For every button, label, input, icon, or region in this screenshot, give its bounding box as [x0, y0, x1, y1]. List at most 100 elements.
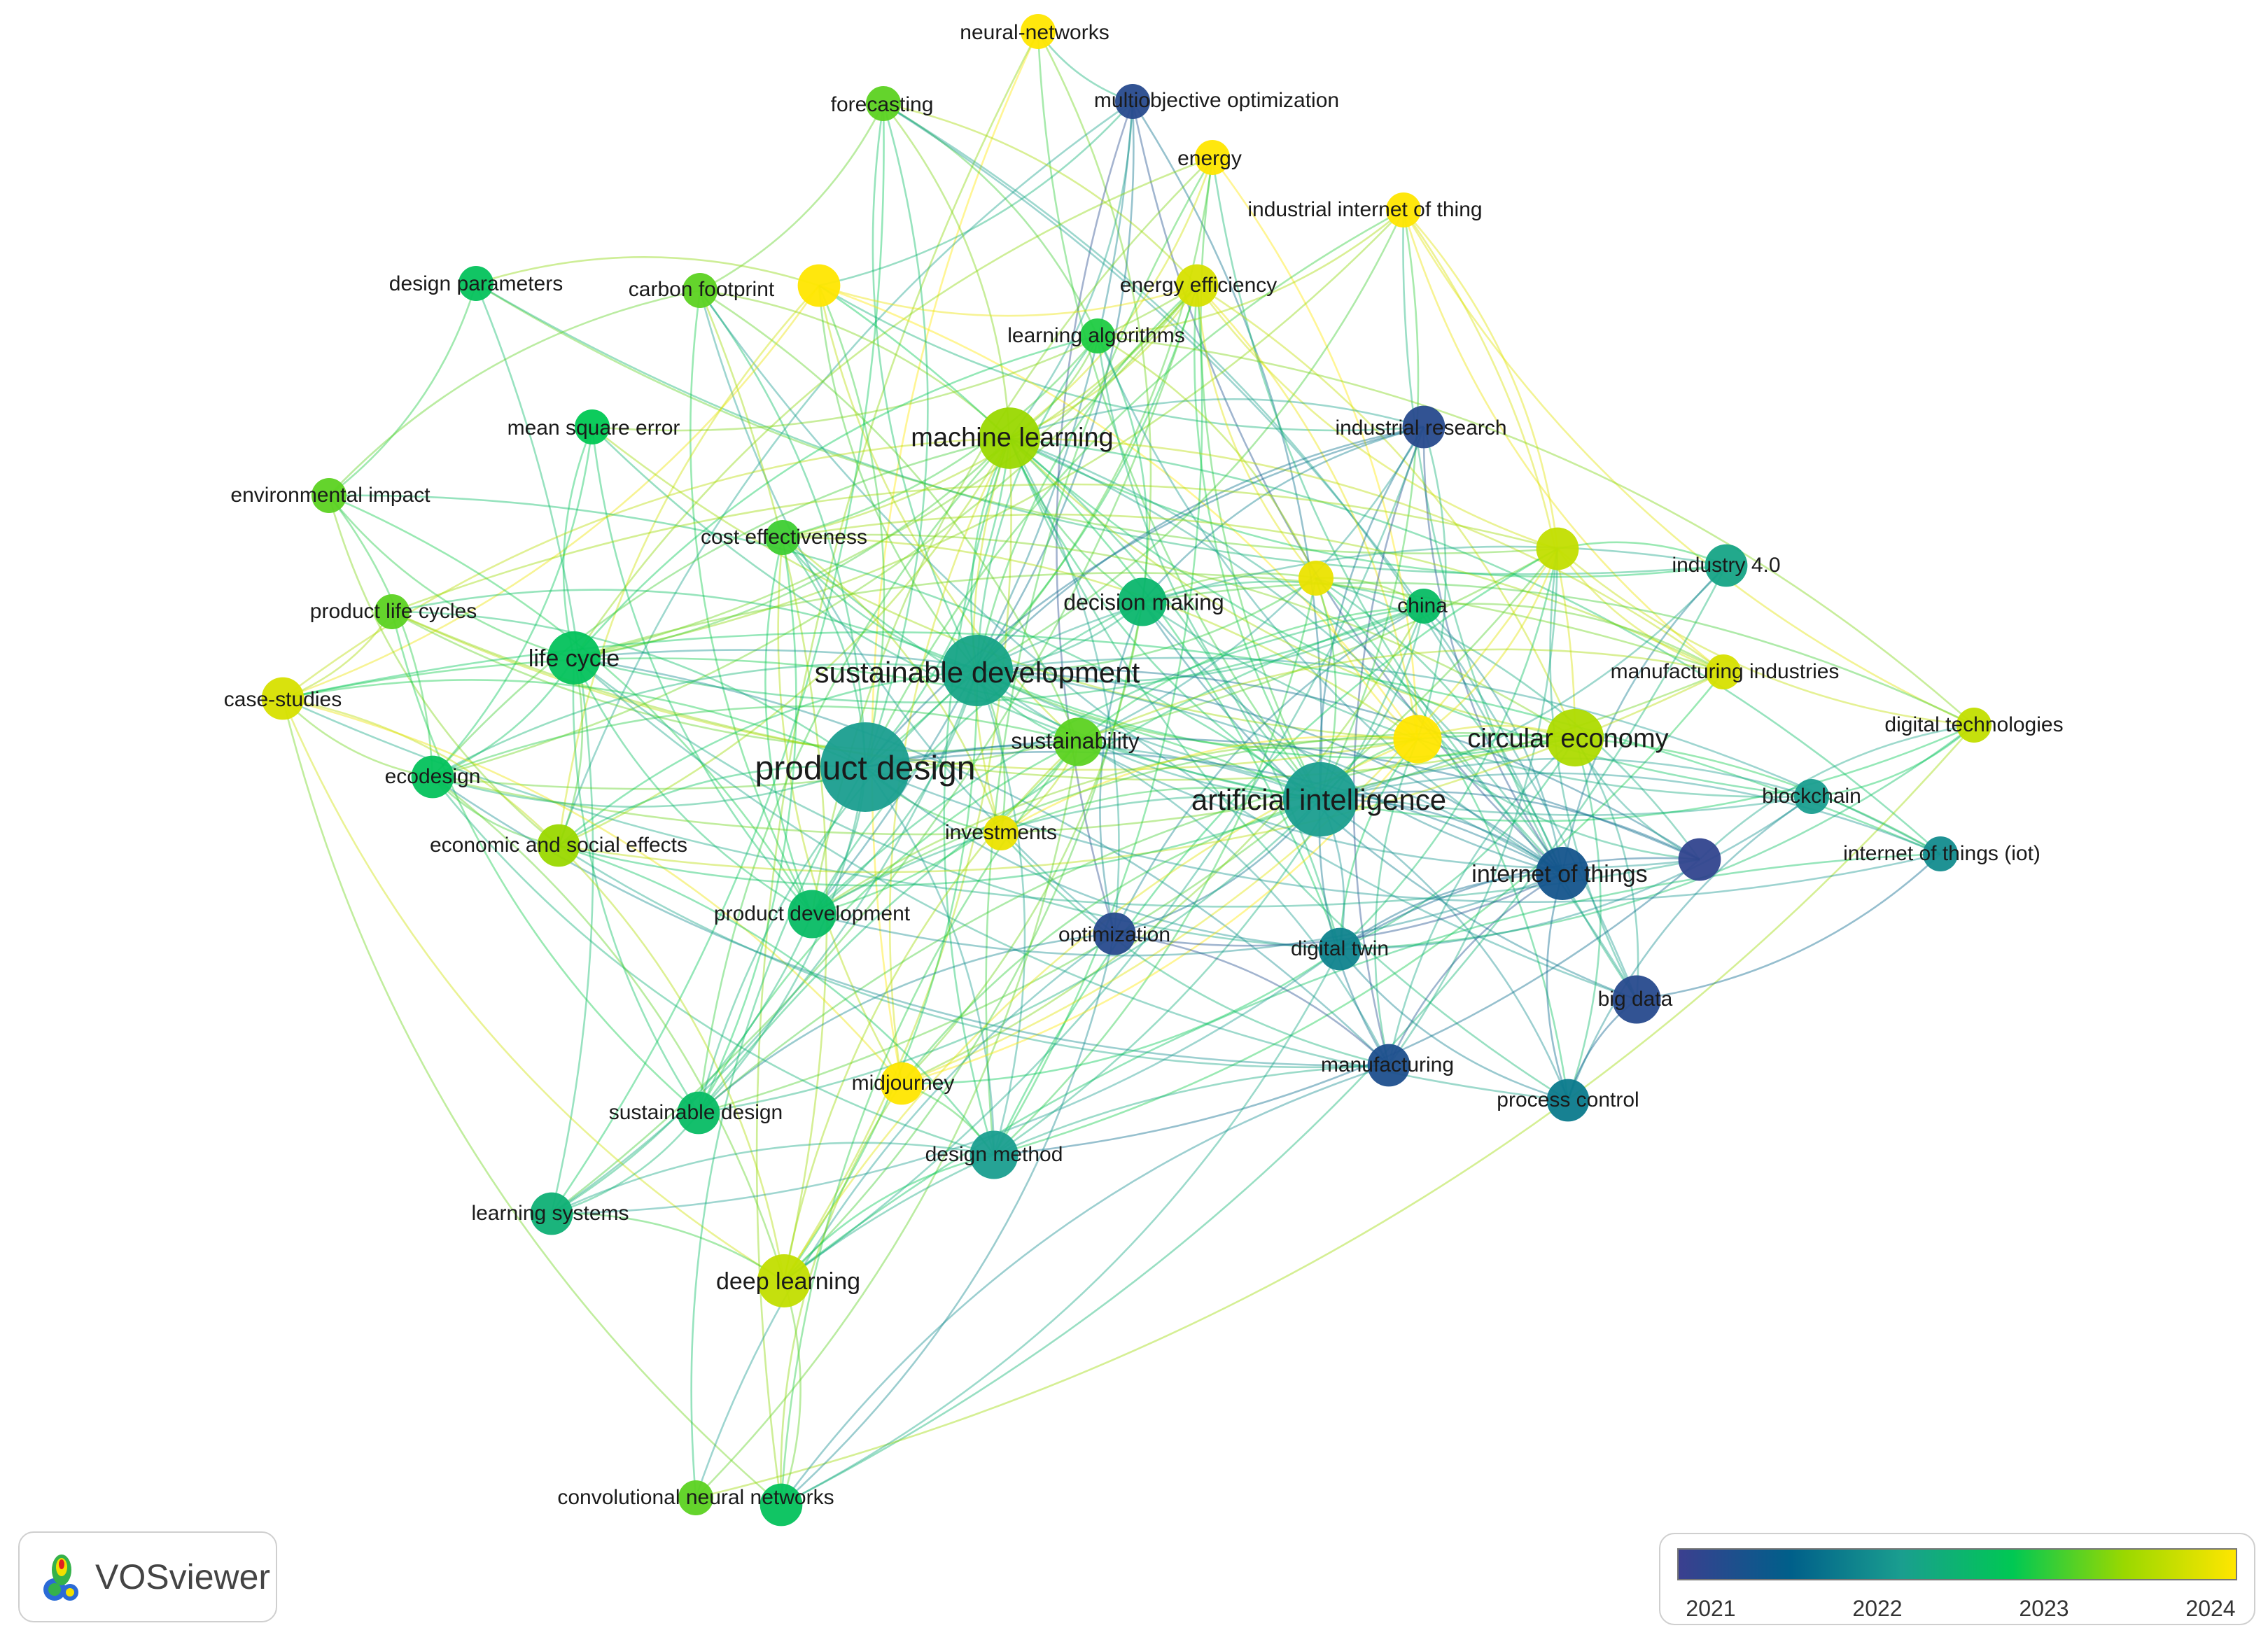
node-label-ecodesign[interactable]: ecodesign: [385, 765, 481, 788]
node-label-carbon-footprint[interactable]: carbon footprint: [629, 278, 775, 301]
node-ecodesign[interactable]: [411, 755, 454, 799]
node-label-product-development[interactable]: product development: [714, 902, 911, 925]
node-label-internet-of-things[interactable]: internet of things: [1471, 861, 1647, 887]
node-digital-twin[interactable]: [1318, 927, 1362, 971]
node-label-environmental-impact[interactable]: environmental impact: [230, 484, 430, 507]
node-label-big-data[interactable]: big data: [1598, 988, 1673, 1011]
node-decision-making[interactable]: [1118, 577, 1167, 626]
node-sustainability[interactable]: [1054, 717, 1102, 766]
node-design-parameters[interactable]: [458, 266, 493, 301]
network-link: [1423, 603, 1724, 673]
node-label-manufacturing[interactable]: manufacturing: [1321, 1053, 1454, 1076]
node-unlabeled-green-1[interactable]: [760, 1483, 803, 1527]
node-artificial-intelligence[interactable]: [1282, 762, 1358, 837]
node-circular-economy[interactable]: [1546, 708, 1604, 767]
node-unlabeled-lime-1[interactable]: [1536, 527, 1579, 570]
node-label-learning-algorithms[interactable]: learning algorithms: [1007, 324, 1184, 347]
node-label-manufacturing-industries[interactable]: manufacturing industries: [1611, 660, 1840, 683]
node-internet-of-things-iot[interactable]: [1923, 836, 1958, 871]
node-label-investments[interactable]: investments: [945, 821, 1057, 844]
node-big-data[interactable]: [1612, 975, 1661, 1024]
node-design-method[interactable]: [969, 1130, 1018, 1179]
node-label-energy-efficiency[interactable]: energy efficiency: [1120, 274, 1278, 297]
node-label-midjourney[interactable]: midjourney: [852, 1072, 955, 1095]
node-label-digital-twin[interactable]: digital twin: [1291, 937, 1389, 960]
node-industrial-internet-of-thing[interactable]: [1386, 192, 1421, 227]
node-optimization[interactable]: [1093, 912, 1136, 955]
node-label-mean-square-error[interactable]: mean square error: [507, 416, 680, 440]
node-label-learning-systems[interactable]: learning systems: [471, 1202, 629, 1225]
node-industry-4-0[interactable]: [1704, 544, 1748, 587]
network-link: [282, 285, 820, 700]
node-label-machine-learning[interactable]: machine learning: [911, 423, 1113, 453]
node-label-circular-economy[interactable]: circular economy: [1467, 724, 1668, 754]
node-label-life-cycle[interactable]: life cycle: [528, 645, 620, 672]
node-neural-networks[interactable]: [1021, 14, 1056, 49]
node-life-cycle[interactable]: [547, 631, 601, 685]
node-label-blockchain[interactable]: blockchain: [1762, 785, 1861, 808]
node-sustainable-development[interactable]: [941, 635, 1013, 706]
node-label-digital-technologies[interactable]: digital technologies: [1884, 713, 2063, 736]
node-label-case-studies[interactable]: case-studies: [224, 688, 342, 711]
node-label-industrial-research[interactable]: industrial research: [1335, 416, 1506, 440]
node-label-deep-learning[interactable]: deep learning: [716, 1268, 860, 1295]
node-product-life-cycles[interactable]: [374, 594, 410, 629]
node-investments[interactable]: [983, 815, 1018, 850]
node-china[interactable]: [1406, 589, 1441, 624]
node-unlabeled-yellow-1[interactable]: [797, 264, 841, 307]
node-cost-effectiveness[interactable]: [765, 520, 800, 555]
node-energy-efficiency[interactable]: [1175, 264, 1219, 307]
node-label-decision-making[interactable]: decision making: [1063, 590, 1224, 615]
node-label-design-method[interactable]: design method: [925, 1143, 1063, 1166]
node-mean-square-error[interactable]: [575, 409, 610, 444]
node-unlabeled-yellow-3[interactable]: [1393, 715, 1442, 764]
node-label-convolutional-neural-networks[interactable]: convolutional neural networks: [557, 1486, 834, 1509]
node-label-forecasting[interactable]: forecasting: [831, 93, 934, 116]
node-industrial-research[interactable]: [1402, 405, 1446, 449]
node-label-optimization[interactable]: optimization: [1058, 923, 1170, 946]
node-deep-learning[interactable]: [757, 1254, 811, 1307]
node-learning-systems[interactable]: [530, 1192, 573, 1235]
node-unlabeled-purple-1[interactable]: [1678, 838, 1721, 881]
node-sustainable-design[interactable]: [677, 1091, 720, 1135]
node-manufacturing-industries[interactable]: [1706, 654, 1741, 689]
node-label-sustainable-development[interactable]: sustainable development: [815, 656, 1140, 689]
node-label-industrial-internet-of-thing[interactable]: industrial internet of thing: [1247, 198, 1482, 221]
node-process-control[interactable]: [1546, 1079, 1590, 1122]
node-label-economic-and-social-effects[interactable]: economic and social effects: [430, 834, 687, 857]
node-learning-algorithms[interactable]: [1080, 318, 1115, 353]
node-label-energy[interactable]: energy: [1177, 147, 1242, 170]
node-label-industry-4-0[interactable]: industry 4.0: [1672, 554, 1780, 577]
node-digital-technologies[interactable]: [1956, 708, 1991, 743]
node-product-development[interactable]: [788, 890, 836, 939]
node-label-design-parameters[interactable]: design parameters: [389, 272, 563, 295]
node-blockchain[interactable]: [1794, 779, 1829, 814]
node-label-sustainable-design[interactable]: sustainable design: [609, 1101, 783, 1124]
node-label-sustainability[interactable]: sustainability: [1011, 729, 1139, 754]
node-label-product-design[interactable]: product design: [755, 750, 976, 787]
node-machine-learning[interactable]: [979, 407, 1040, 469]
node-product-design[interactable]: [820, 722, 910, 812]
network-link: [573, 657, 1390, 1066]
node-carbon-footprint[interactable]: [682, 273, 718, 308]
node-economic-and-social-effects[interactable]: [537, 824, 580, 867]
node-label-internet-of-things-iot[interactable]: internet of things (iot): [1843, 842, 2040, 865]
node-internet-of-things[interactable]: [1536, 847, 1589, 900]
node-manufacturing[interactable]: [1367, 1044, 1410, 1087]
node-midjourney[interactable]: [880, 1062, 923, 1105]
node-label-process-control[interactable]: process control: [1497, 1088, 1639, 1111]
node-case-studies[interactable]: [261, 677, 304, 720]
node-label-cost-effectiveness[interactable]: cost effectiveness: [701, 526, 867, 549]
node-unlabeled-yellow-2[interactable]: [1298, 561, 1334, 596]
node-energy[interactable]: [1195, 140, 1230, 175]
node-label-neural-networks[interactable]: neural-networks: [960, 21, 1109, 44]
node-environmental-impact[interactable]: [312, 478, 346, 513]
node-forecasting[interactable]: [866, 86, 901, 121]
node-label-multiobjective-optimization[interactable]: multiobjective optimization: [1094, 89, 1339, 112]
node-multiobjective-optimization[interactable]: [1115, 84, 1150, 119]
node-label-china[interactable]: china: [1397, 594, 1448, 617]
node-label-product-life-cycles[interactable]: product life cycles: [310, 600, 477, 623]
node-label-artificial-intelligence[interactable]: artificial intelligence: [1191, 783, 1446, 816]
node-convolutional-neural-networks[interactable]: [678, 1480, 713, 1515]
